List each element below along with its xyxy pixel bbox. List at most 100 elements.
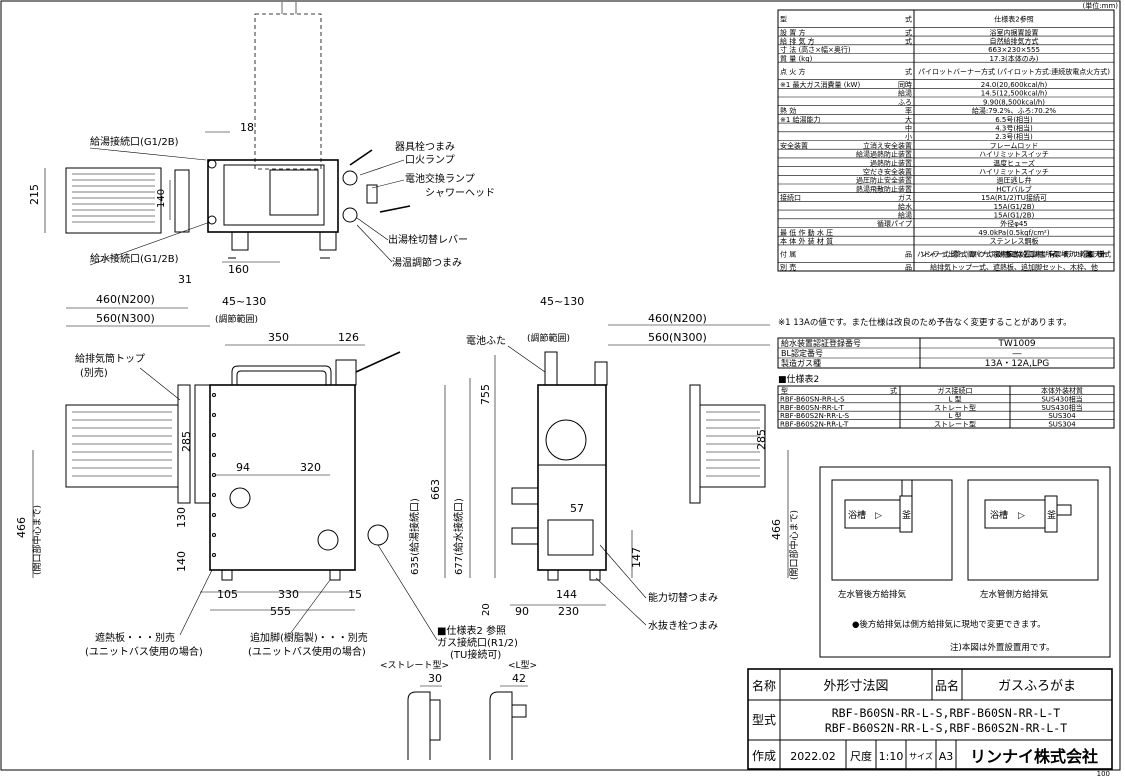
spec-row-value: HCTバルブ [996, 184, 1031, 193]
label-tu-ok: (TU接続可) [450, 648, 501, 661]
dim-90: 90 [515, 605, 529, 618]
spec-row-label: 本 体 外 装 材 質 [780, 237, 833, 246]
spec-row-sub: 熱湯飛散防止装置 [856, 184, 912, 193]
install-label-left: 左水管後方給排気 [838, 589, 907, 600]
spec2-model: RBF-B60S2N-RR-L-T [780, 421, 849, 429]
dim-160: 160 [228, 263, 249, 276]
spec-row-sub: 給湯 [898, 210, 912, 219]
install-kama-right: 釜 [1047, 509, 1056, 521]
label-heat-shield: 遮熱板・・・別売 [95, 631, 175, 644]
spec-row-value: 仕様表2参照 [994, 15, 1033, 24]
approval-value: TW1009 [997, 339, 1036, 349]
spec-row-label: 給 排 気 方 [780, 36, 815, 45]
label-unitbath-2: (ユニットバス使用の場合) [248, 645, 366, 658]
label-sold-separately: (別売) [80, 366, 108, 379]
spec-row-sub: 給湯 [898, 89, 912, 98]
spec-table: 型式仕様表2参照設 置 方式浴室内据置設置給 排 気 方式自然給排気方式寸 法 … [777, 9, 1115, 272]
spec-row-value: 24.0(20,600kcal/h) [981, 81, 1048, 89]
spec-row-sub: 式 [905, 67, 912, 76]
approval-label: 製造ガス種 [781, 358, 821, 368]
dim-285: 285 [180, 431, 193, 452]
spec-row-value: 49.0kPa(0.5kgf/cm²) [978, 229, 1049, 237]
dim-460: 460(N200) [96, 293, 155, 306]
spec-row-sub: 給湯過熱防止装置 [856, 150, 912, 159]
label-valve-knob: 器具栓つまみ [395, 140, 455, 153]
spec-row-label: ※1 最大ガス消費量 (kW) [780, 80, 860, 89]
label-battery-lamp: 電池交換ランプ [405, 172, 475, 185]
label-straight-type: <ストレート型> [380, 660, 449, 671]
spec-row-value: 17.3(本体のみ) [989, 54, 1038, 63]
spec-row-value: 外径φ45 [1000, 219, 1028, 228]
install-label-right: 左水管側方給排気 [980, 589, 1049, 600]
spec2-material: SUS304 [1048, 421, 1076, 429]
install-diagram: 浴槽 ▷ 釜 浴槽 ▷ 釜 左水管後方給排気 左水管側方給排気 ●後方給排気は側… [819, 466, 1111, 658]
spec-row-value: 4.3号(相当) [995, 123, 1033, 132]
tb-company: リンナイ株式会社 [970, 747, 1098, 766]
spec-row-value: 自然給排気方式 [990, 36, 1039, 45]
dim-560: 560(N300) [96, 312, 155, 325]
spec-row-sub: 循環パイプ [877, 219, 912, 228]
dim-230: 230 [558, 605, 579, 618]
spec-row-value: 6.5号(相当) [995, 115, 1033, 124]
spec-row-value: ステンレス鋼板 [990, 237, 1039, 246]
spec2-material: SUS430相当 [1041, 394, 1082, 403]
dim-140: 140 [175, 551, 188, 572]
dim-45-130: 45~130 [222, 295, 266, 308]
spec-row-value: 15A(R1/2)TU接続可 [981, 193, 1047, 202]
dim-147: 147 [630, 547, 643, 568]
spec2-model: RBF-B60SN-RR-L-S [780, 395, 845, 403]
tb-page: 100 [1097, 770, 1110, 777]
spec-row-value: 15A(G1/2B) [994, 211, 1035, 219]
spec-row-sub: 給水 [898, 202, 912, 211]
label-shower-head: シャワーヘッド [425, 188, 495, 199]
dim-140: 140 [156, 189, 167, 208]
title-block: 名称 外形寸法図 品名 ガスふろがま 型式 RBF-B60SN-RR-L-S,R… [747, 668, 1113, 777]
dim-94: 94 [236, 461, 250, 474]
label-hot-water-outlet: 給湯接続口(G1/2B) [90, 135, 179, 148]
spec-row-value: 給排気トップ一式、遮熱板、追加脚セット、木枠、他 [930, 263, 1098, 272]
dim-57: 57 [570, 502, 584, 515]
label-capacity-knob: 能力切替つまみ [648, 591, 718, 604]
spec-row-value: 温度ヒューズ [993, 158, 1035, 167]
dim-215: 215 [28, 184, 41, 205]
label-water-inlet: 給水接続口(G1/2B) [90, 252, 179, 265]
spec-row-value: 浴室内据置設置 [990, 28, 1039, 37]
dim-side-460: 460(N200) [648, 312, 707, 325]
dim-320: 320 [300, 461, 321, 474]
spec2-gas: ストレート型 [934, 403, 976, 412]
install-note1: ●後方給排気は側方給排気に現地で変更できます。 [852, 619, 1046, 630]
spec-row-label: 点 火 方 [780, 67, 805, 76]
dim-350: 350 [268, 331, 289, 344]
tb-hinmei-value: ガスふろがま [998, 679, 1076, 694]
label-extra-leg: 追加脚(樹脂製)・・・別売 [250, 631, 368, 644]
dim-677: 677(給水接続口) [452, 498, 465, 575]
dim-635: 635(給湯接続口) [408, 498, 421, 575]
spec-row-value: ハイリミットスイッチ [979, 168, 1049, 176]
tb-size-label: サイズ [909, 751, 933, 761]
spec2-header-material: 本体外装材質 [1041, 386, 1083, 395]
dim-42: 42 [512, 672, 526, 685]
install-kama-left: 釜 [902, 509, 911, 521]
spec-row-value: 2.3号(相当) [995, 132, 1033, 141]
dim-open-center: (開口部中心まで) [31, 505, 43, 575]
install-note2: 注)本図は外置設置用です。 [950, 642, 1054, 653]
tb-hinmei-label: 品名 [935, 678, 959, 693]
spec2-header-type: 型 [781, 386, 788, 395]
install-bath-left: 浴槽 [848, 509, 866, 521]
tb-name-value: 外形寸法図 [823, 679, 888, 694]
spec-note: ※1 13Aの値です。また仕様は改良のため予告なく変更することがあります。 [778, 317, 1072, 328]
spec-row-label: 型 [780, 15, 787, 24]
approval-label: 給水装置認証登録番号 [781, 338, 861, 348]
unit-note: (単位:mm) [1083, 1, 1119, 10]
spec2-gas: L 型 [948, 411, 961, 420]
label-pilot-lamp: 口火ランプ [405, 154, 455, 166]
spec-row-sub: 同時 [898, 81, 912, 89]
dim-466: 466 [15, 517, 28, 538]
dim-15: 15 [348, 588, 362, 601]
spec-row-sub: 率 [905, 106, 912, 115]
tb-made-label: 作成 [752, 749, 776, 763]
spec-row-label: 寸 法 (高さ×幅×奥行) [780, 45, 851, 54]
spec2-model: RBF-B60S2N-RR-L-S [780, 412, 850, 420]
